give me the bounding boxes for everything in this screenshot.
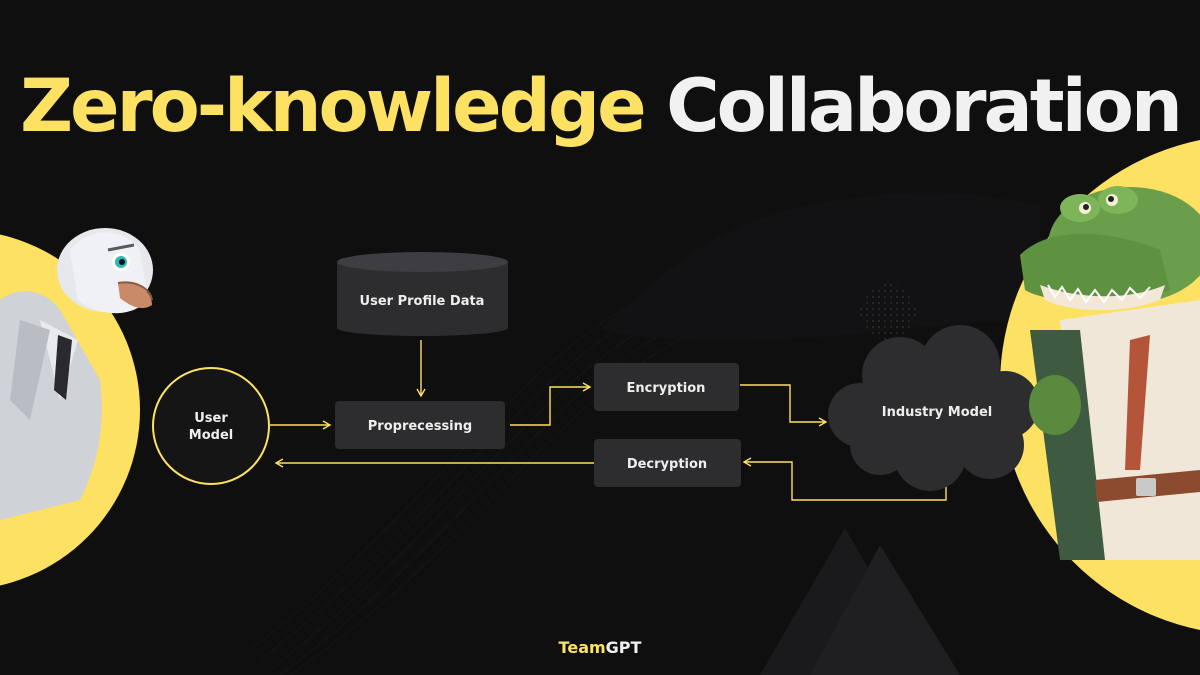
background-triangles	[760, 528, 960, 675]
preprocessing-label: Proprecessing	[368, 419, 472, 434]
brand-part1: Team	[558, 638, 606, 657]
title-part-main: Collaboration	[666, 64, 1183, 149]
user-model-node: User Model	[152, 367, 270, 485]
pigeon-in-suit-icon	[0, 228, 153, 520]
encryption-node: Encryption	[594, 363, 739, 411]
title-part-highlight: Zero-knowledge	[20, 64, 647, 149]
industry-model-label: Industry Model	[882, 405, 992, 420]
encryption-label: Encryption	[627, 381, 706, 396]
brand-part2: GPT	[605, 638, 642, 657]
arrow-industry-to-decryption	[742, 457, 947, 501]
decryption-node: Decryption	[594, 439, 741, 487]
arrow-preprocessing-to-encryption	[510, 382, 592, 426]
dot-pattern	[860, 284, 916, 340]
user-model-label-line2: Model	[189, 428, 233, 443]
page-title: Zero-knowledge Collaboration	[0, 70, 1200, 143]
preprocessing-node: Proprecessing	[335, 401, 505, 449]
connectors	[270, 340, 947, 501]
user-profile-data-label: User Profile Data	[360, 294, 485, 309]
industry-model-node: Industry Model	[828, 325, 1039, 491]
crocodile-in-suit-icon	[1020, 186, 1200, 560]
brand-logo: TeamGPT	[0, 638, 1200, 657]
arrow-encryption-to-industry	[740, 384, 828, 427]
decryption-label: Decryption	[627, 457, 707, 472]
user-model-label-line1: User	[194, 411, 228, 426]
background-waves	[249, 192, 1081, 675]
user-profile-data-node: User Profile Data	[337, 252, 508, 336]
